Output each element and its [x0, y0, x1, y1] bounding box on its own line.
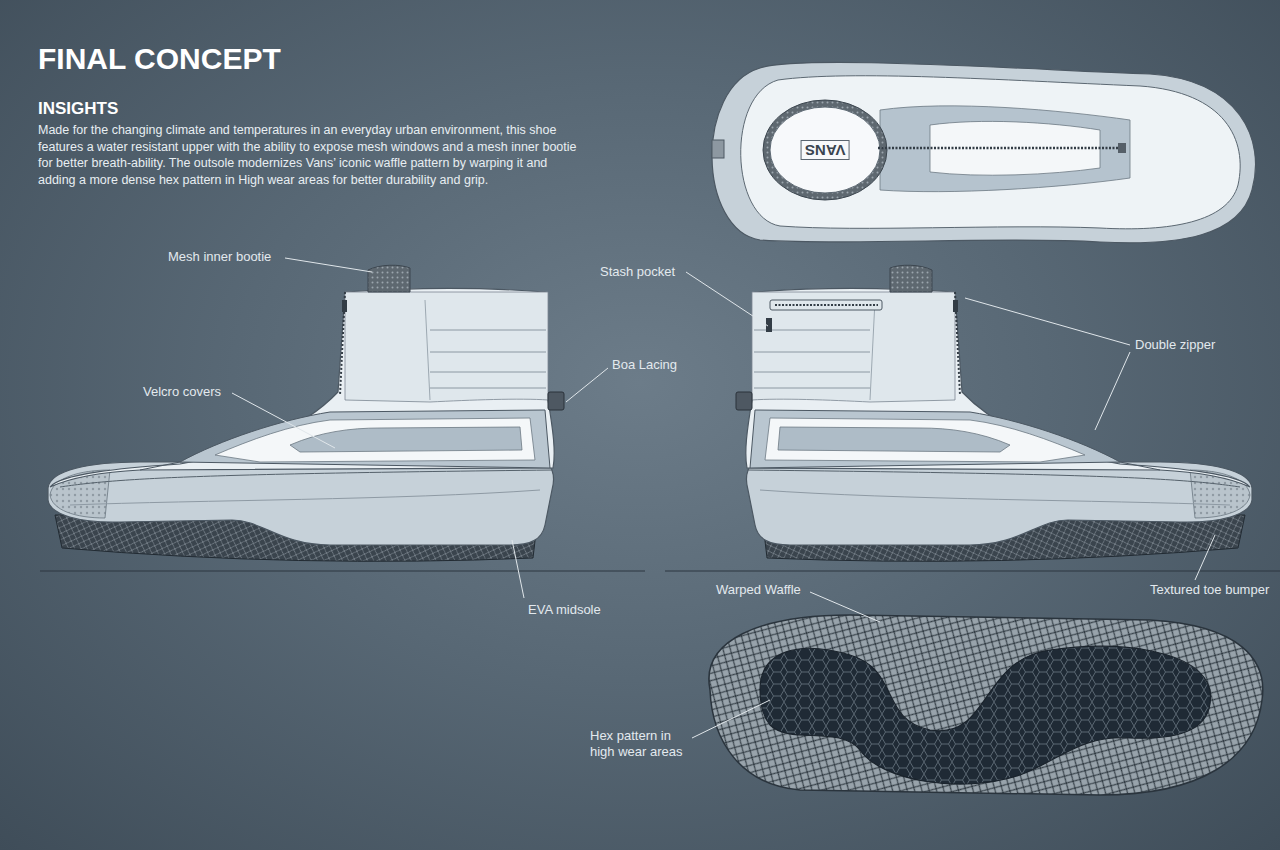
illustration-part — [1095, 352, 1130, 430]
illustration-part — [878, 147, 1122, 150]
callout-label: Mesh inner bootie — [168, 249, 271, 265]
ground-lines — [40, 571, 1280, 572]
illustration-part — [736, 265, 1252, 561]
callout-label: Velcro covers — [143, 384, 221, 400]
callout-label: Hex pattern in high wear areas — [590, 728, 695, 760]
callout-label: Textured toe bumper — [1150, 582, 1269, 598]
illustration-part — [40, 570, 645, 571]
illustration-part — [692, 700, 770, 738]
right-shoe-side-view — [736, 265, 1252, 561]
illustration-part — [686, 272, 768, 326]
illustration-part — [665, 570, 1280, 571]
illustration-part — [285, 258, 372, 272]
illustration-part — [712, 62, 1256, 242]
illustration-part — [810, 592, 880, 622]
callout-label: Double zipper — [1135, 337, 1215, 353]
callout-label: Stash pocket — [600, 264, 675, 280]
illustration-part — [48, 265, 564, 561]
illustration-part — [770, 300, 882, 310]
section-heading: INSIGHTS — [38, 99, 118, 119]
callout-label: Boa Lacing — [612, 357, 677, 373]
insight-text: Made for the changing climate and temper… — [38, 122, 578, 188]
illustration-part — [566, 368, 608, 402]
illustration-part — [763, 100, 887, 200]
callout-label: Warped Waffle — [716, 582, 801, 598]
illustration-part — [760, 646, 1210, 784]
illustration-part — [232, 393, 335, 448]
outsole-bottom-view — [709, 615, 1263, 795]
illustration-part — [512, 540, 524, 598]
insole-logo: VANS — [801, 140, 850, 160]
illustration-part — [712, 140, 724, 158]
illustration-part — [1195, 535, 1215, 580]
stash-pocket — [766, 300, 882, 332]
illustration-part — [965, 298, 1130, 345]
callout-label: EVA midsole — [528, 602, 601, 618]
illustration-part — [770, 107, 880, 193]
illustration-part — [775, 304, 878, 306]
left-shoe-side-view — [48, 265, 564, 561]
leader-lines — [232, 258, 1215, 738]
top-view — [712, 62, 1256, 242]
sheet-title: FINAL CONCEPT — [38, 42, 281, 76]
illustration-part — [709, 615, 1263, 795]
illustration-part — [741, 76, 1240, 229]
illustration-part — [1118, 143, 1126, 153]
